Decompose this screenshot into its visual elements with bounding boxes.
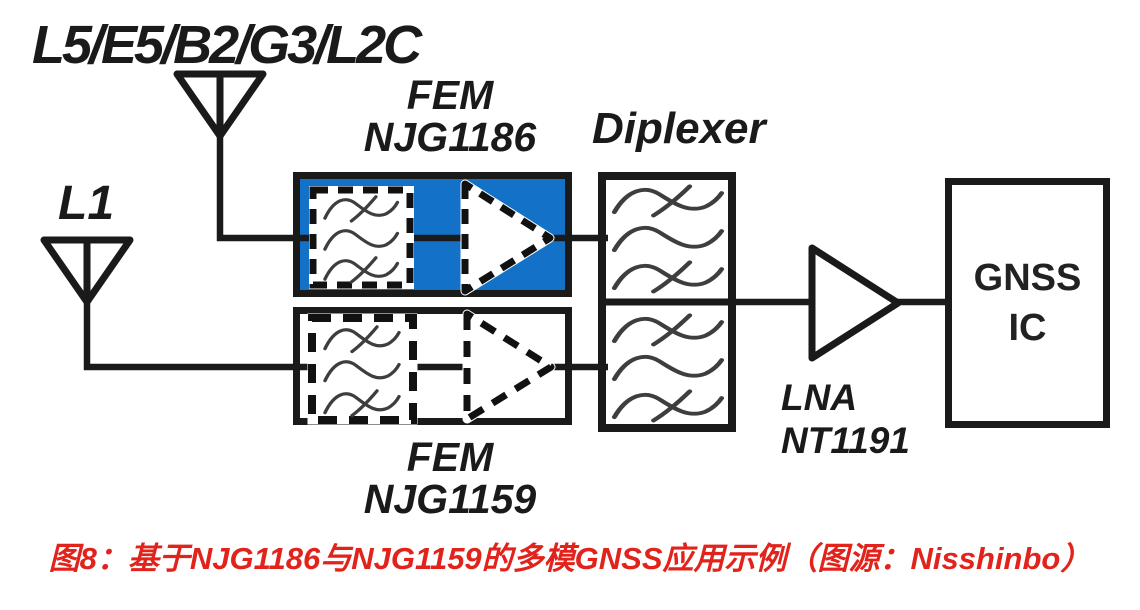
antenna-l1-label: L1 [58,177,115,230]
gnss-ic-label: GNSS IC [949,182,1106,424]
antenna-top-label: L5/E5/B2/G3/L2C [32,15,422,75]
antenna-l1-icon [40,236,134,306]
signal-wires [83,136,952,371]
lna-amplifier-icon [808,244,902,362]
figure-caption: 图8：基于NJG1186与NJG1159的多模GNSS应用示例（图源：Nissh… [48,541,1092,576]
fem1159-label-name: FEM [406,434,494,480]
gnss-ic-box [945,178,1110,428]
gnss-ic-label-line2: IC [1008,307,1047,349]
lna-label-part: NT1191 [781,420,910,461]
fem1159-label: FEM NJG1159 [325,436,575,520]
fem1159-filter-icon [307,313,418,425]
diplexer-label: Diplexer [592,104,766,153]
gnss-ic-label-line1: GNSS [973,257,1082,299]
antenna-top-icon [173,70,267,140]
fem1186-amplifier-icon [460,179,555,296]
fem1186-label: FEM NJG1186 [325,74,575,158]
fem1159-label-part: NJG1159 [363,476,537,522]
fem1186-label-part: NJG1186 [363,114,537,160]
fem1186-filter-icon [309,186,414,289]
lna-label-name: LNA [781,377,858,418]
lna-label: LNA NT1191 [781,376,910,462]
fem1186-label-name: FEM [406,72,494,118]
fem1159-amplifier-icon [462,309,556,424]
